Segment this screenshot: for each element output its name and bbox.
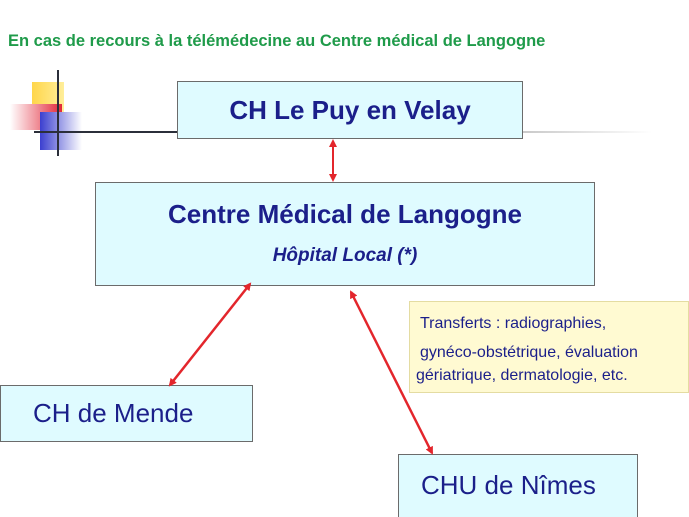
node-langogne-subtitle: Hôpital Local (*) bbox=[272, 245, 418, 266]
note-transferts: Transferts : radiographies, gynéco-obsté… bbox=[409, 301, 689, 393]
node-ch-mende-label: CH de Mende bbox=[33, 398, 194, 428]
arrow-langogne-mende bbox=[168, 282, 252, 387]
note-line-1: Transferts : radiographies, bbox=[420, 315, 607, 332]
note-line-3: gériatrique, dermatologie, etc. bbox=[416, 367, 628, 384]
node-ch-le-puy: CH Le Puy en Velay bbox=[177, 81, 523, 139]
note-line-2: gynéco-obstétrique, évaluation bbox=[420, 344, 638, 361]
node-ch-le-puy-label: CH Le Puy en Velay bbox=[229, 95, 471, 125]
decor-horizontal-line bbox=[34, 131, 190, 133]
decor-vertical-line bbox=[57, 70, 59, 156]
slide-title: En cas de recours à la télémédecine au C… bbox=[8, 32, 546, 50]
decor-horizontal-line-right bbox=[520, 131, 652, 133]
node-ch-mende: CH de Mende bbox=[0, 385, 253, 442]
node-chu-nimes-label: CHU de Nîmes bbox=[421, 470, 596, 500]
node-chu-nimes: CHU de Nîmes bbox=[398, 454, 638, 517]
node-langogne-title: Centre Médical de Langogne bbox=[168, 199, 522, 229]
node-centre-medical-langogne: Centre Médical de Langogne Hôpital Local… bbox=[95, 182, 595, 286]
